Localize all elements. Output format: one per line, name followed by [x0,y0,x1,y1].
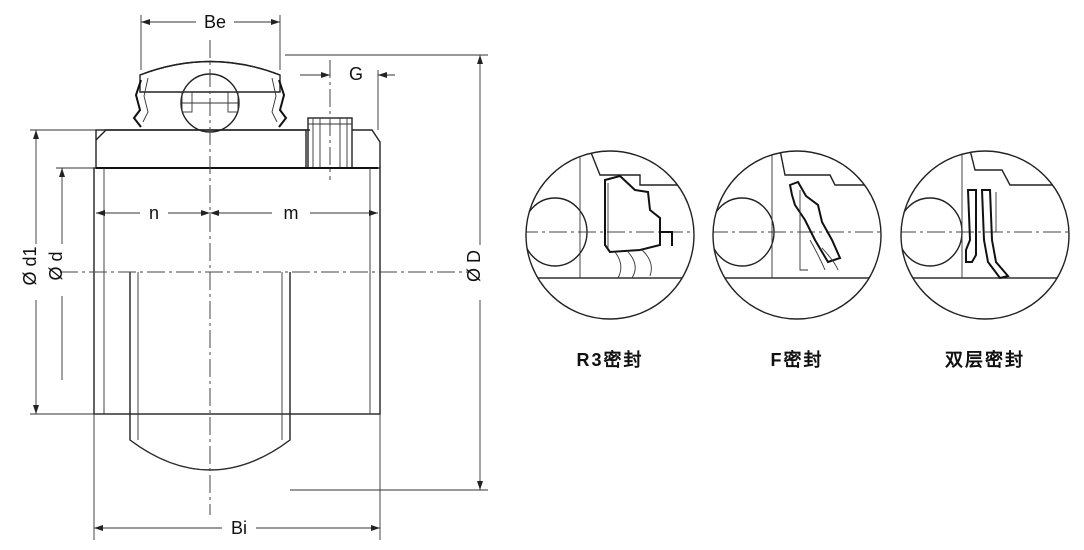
label-g: G [349,64,363,84]
label-big-d: Ø D [464,250,484,282]
main-view [60,40,470,515]
label-d: Ø d [46,251,66,280]
left-seal [132,79,142,128]
label-bi: Bi [231,518,247,538]
label-n: n [149,203,159,223]
seal-detail-f [712,150,882,320]
label-be: Be [204,12,226,32]
label-m: m [284,203,299,223]
inner-ring-section [95,129,307,169]
label-d1: Ø d1 [20,246,40,285]
caption-double-seal: 双层密封 [945,349,1025,370]
right-seal [278,79,288,128]
seal-detail-r3 [525,150,695,320]
seal-detail-double [900,150,1070,320]
caption-r3-seal: R3密封 [576,349,643,370]
dimension-lines [30,15,488,540]
caption-f-seal: F密封 [771,349,824,370]
